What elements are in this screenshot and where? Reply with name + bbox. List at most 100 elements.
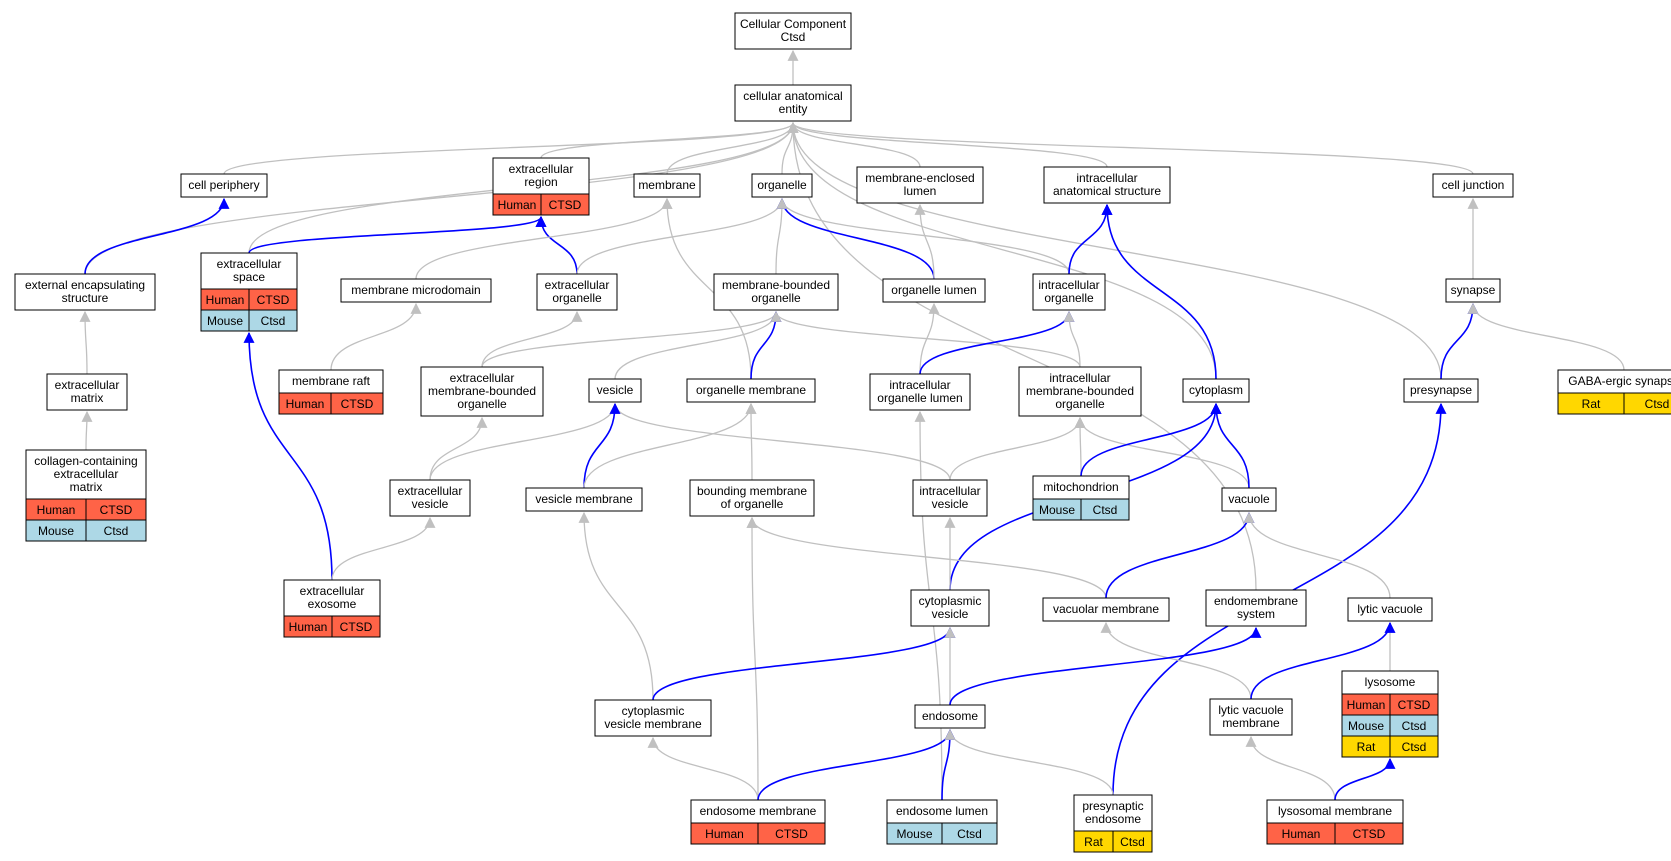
species-label: Human — [705, 827, 744, 841]
node-box — [1209, 698, 1293, 736]
node-synapse[interactable]: synapse — [1445, 278, 1501, 303]
gene-label: Ctsd — [261, 314, 286, 328]
node-organelle-membrane[interactable]: organelle membrane — [686, 378, 816, 403]
species-label: Mouse — [38, 524, 74, 538]
node-membrane-microdomain[interactable]: membrane microdomain — [340, 278, 492, 303]
is-a-edge — [775, 197, 788, 275]
node-box — [1043, 166, 1171, 204]
gene-cell — [1112, 830, 1153, 853]
species-label: Rat — [1084, 835, 1103, 849]
node-collagen-ecm[interactable]: collagen-containingextracellularmatrixHu… — [25, 449, 147, 542]
node-label: extracellular — [300, 584, 365, 598]
is-a-edge — [415, 197, 673, 280]
node-box — [856, 166, 984, 204]
node-label: entity — [779, 102, 808, 116]
node-cytoplasm[interactable]: cytoplasm — [1182, 378, 1250, 403]
node-vesicle[interactable]: vesicle — [588, 378, 642, 403]
gene-label: Ctsd — [104, 524, 129, 538]
node-organelle-lumen[interactable]: organelle lumen — [882, 278, 986, 303]
node-label: membrane-bounded — [428, 384, 536, 398]
node-cell-periphery[interactable]: cell periphery — [180, 173, 268, 198]
node-box — [1445, 278, 1501, 303]
is-a-edge — [746, 516, 1107, 599]
node-box — [1221, 487, 1277, 512]
part-of-edge — [776, 197, 935, 280]
node-box — [1432, 173, 1514, 198]
node-vacuolar-membrane[interactable]: vacuolar membrane — [1042, 597, 1170, 622]
node-box — [1032, 273, 1106, 311]
part-of-edge — [1440, 302, 1479, 380]
node-label: vesicle — [412, 497, 449, 511]
gene-cell — [330, 392, 384, 415]
gene-label: CTSD — [549, 198, 582, 212]
node-box — [1347, 597, 1433, 622]
gene-cell — [941, 822, 998, 845]
node-label: lysosomal membrane — [1278, 804, 1392, 818]
node-lytic-vacuole[interactable]: lytic vacuole — [1347, 597, 1433, 622]
part-of-edge — [1105, 511, 1255, 599]
species-label: Human — [1347, 698, 1386, 712]
node-membrane[interactable]: membrane — [633, 173, 701, 198]
is-a-edge — [776, 197, 1070, 275]
is-a-edge — [84, 121, 799, 275]
node-label: membrane raft — [292, 374, 371, 388]
node-vacuole[interactable]: vacuole — [1221, 487, 1277, 512]
node-box — [734, 84, 852, 122]
part-of-edge — [535, 215, 578, 275]
node-presynapse[interactable]: presynapse — [1403, 378, 1479, 403]
node-label: extracellular — [509, 162, 574, 176]
gene-cell — [1334, 822, 1404, 845]
node-label: organelle — [757, 178, 807, 192]
node-box — [633, 173, 701, 198]
node-box — [283, 579, 381, 617]
gene-cell — [85, 519, 147, 542]
node-label: exosome — [308, 597, 357, 611]
node-label: membrane — [638, 178, 696, 192]
gene-cell — [248, 309, 298, 332]
part-of-edge — [652, 626, 956, 701]
node-box — [713, 273, 839, 311]
node-endosome[interactable]: endosome — [914, 704, 986, 729]
node-label: intracellular — [1049, 371, 1110, 385]
node-label: intracellular — [1038, 278, 1099, 292]
node-box — [734, 12, 852, 50]
node-cell-junction[interactable]: cell junction — [1432, 173, 1514, 198]
gene-label: CTSD — [257, 293, 290, 307]
node-vesicle-membrane[interactable]: vesicle membrane — [525, 487, 643, 512]
node-box — [910, 589, 990, 627]
node-label: endosome — [922, 709, 978, 723]
node-organelle[interactable]: organelle — [751, 173, 813, 198]
node-label: structure — [62, 291, 109, 305]
